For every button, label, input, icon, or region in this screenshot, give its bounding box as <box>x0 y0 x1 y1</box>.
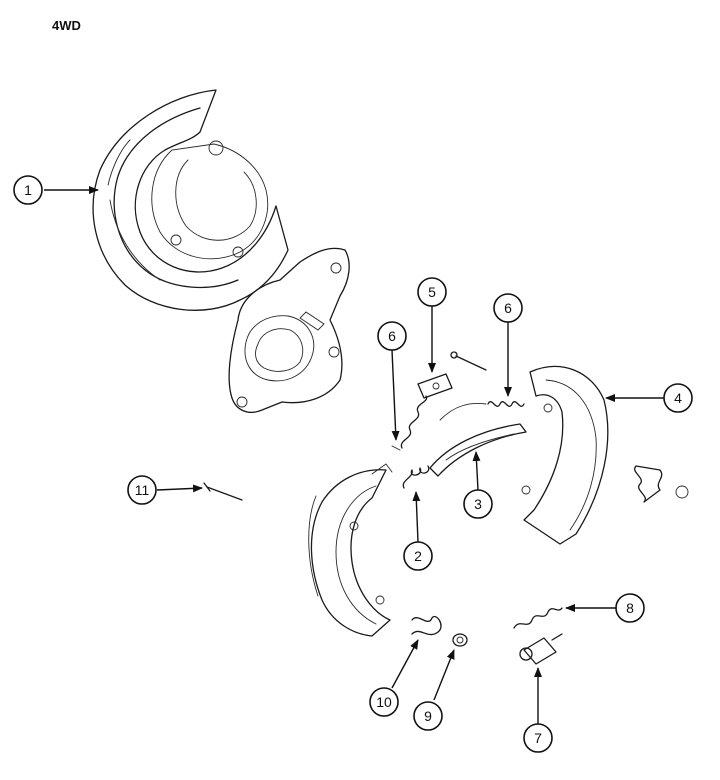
leader-11 <box>156 484 203 493</box>
return-spring-left <box>391 395 428 451</box>
callout-6b: 6 <box>377 321 407 351</box>
callout-9-label: 9 <box>424 708 432 724</box>
callout-5-label: 5 <box>428 284 436 300</box>
callout-10-label: 10 <box>376 694 392 710</box>
callout-10: 10 <box>369 687 399 717</box>
adjuster-lever-spring <box>513 607 563 629</box>
callout-11: 11 <box>127 475 157 505</box>
callout-6a-label: 6 <box>504 300 512 316</box>
callout-3: 3 <box>463 489 493 519</box>
leader-9 <box>433 649 455 701</box>
callout-11-label: 11 <box>135 482 150 498</box>
adjuster-plate <box>417 351 487 399</box>
brake-shoe-front <box>308 463 393 637</box>
callout-5: 5 <box>417 277 447 307</box>
callout-4-label: 4 <box>674 390 682 406</box>
leader-3 <box>472 451 481 491</box>
callout-9: 9 <box>413 701 443 731</box>
callout-4: 4 <box>663 383 693 413</box>
leader-2 <box>412 491 421 543</box>
callout-7: 7 <box>523 723 553 753</box>
diagram-title: 4WD <box>52 18 81 33</box>
backing-plate <box>92 89 289 311</box>
callout-1-label: 1 <box>24 182 32 198</box>
callout-3-label: 3 <box>474 496 482 512</box>
return-spring-upper <box>439 401 525 421</box>
hold-down-spring-right <box>634 465 689 503</box>
hold-down-pin <box>203 482 243 501</box>
callout-1: 1 <box>13 175 43 205</box>
leader-10 <box>391 639 419 689</box>
callout-2: 2 <box>403 541 433 571</box>
callout-8-label: 8 <box>626 600 634 616</box>
callout-8: 8 <box>615 593 645 623</box>
knuckle <box>228 247 350 413</box>
adjuster-strut <box>429 423 527 477</box>
adjuster-spring <box>402 465 430 489</box>
adjuster-screw <box>519 633 563 665</box>
callout-7-label: 7 <box>534 730 542 746</box>
hold-down-spring-left <box>411 615 442 636</box>
leader-6b <box>391 349 400 441</box>
brake-shoe-rear <box>521 365 609 545</box>
callout-2-label: 2 <box>414 548 422 564</box>
spring-washer <box>452 633 468 647</box>
callout-6b-label: 6 <box>388 328 396 344</box>
callout-6a: 6 <box>493 293 523 323</box>
callout-leaders <box>44 186 664 724</box>
